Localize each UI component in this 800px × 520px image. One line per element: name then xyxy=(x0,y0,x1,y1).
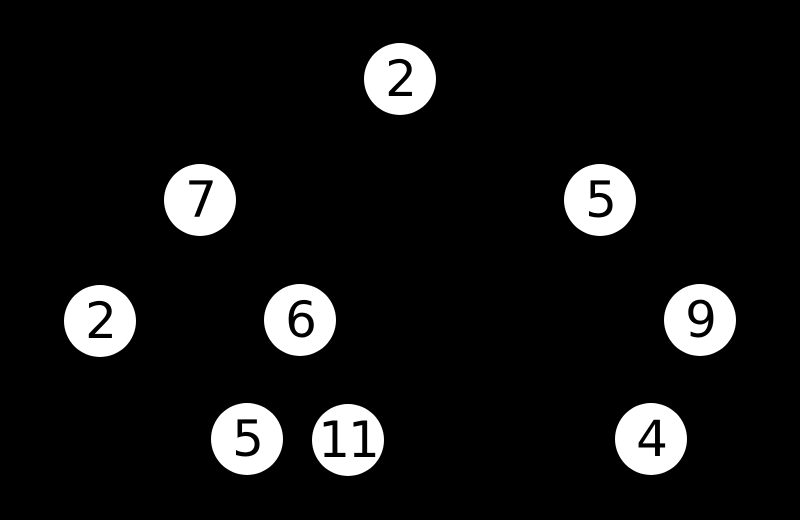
tree-node: 6 xyxy=(264,284,336,356)
tree-node-label: 11 xyxy=(318,411,380,469)
tree-node-label: 9 xyxy=(685,291,717,349)
tree-node-label: 5 xyxy=(585,171,617,229)
tree-node-label: 2 xyxy=(85,292,117,350)
tree-node: 9 xyxy=(664,284,736,356)
tree-node-label: 7 xyxy=(185,171,217,229)
tree-node-label: 2 xyxy=(385,50,417,108)
tree-node: 4 xyxy=(615,403,687,475)
tree-node-label: 4 xyxy=(636,410,668,468)
tree-node: 7 xyxy=(164,164,236,236)
tree-node: 2 xyxy=(64,285,136,357)
tree-node-label: 5 xyxy=(232,410,264,468)
tree-node: 2 xyxy=(364,43,436,115)
tree-node-label: 6 xyxy=(285,291,317,349)
tree-node: 5 xyxy=(211,403,283,475)
tree-node: 5 xyxy=(564,164,636,236)
tree-node: 11 xyxy=(312,404,384,476)
